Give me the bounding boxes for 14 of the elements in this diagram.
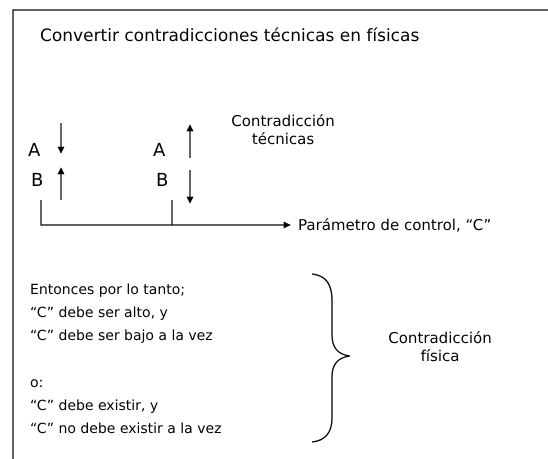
variable-label: A: [28, 140, 40, 162]
annotation-text: Contradicción técnicas: [230, 112, 336, 148]
diagram-title: Convertir contradicciones técnicas en físicas: [40, 26, 420, 46]
statement-text: “C” debe existir, y: [30, 398, 158, 415]
statement-text: Entonces por lo tanto;: [30, 282, 185, 299]
statement-text: “C” no debe existir a la vez: [30, 421, 222, 438]
annotation-text: Contradicción física: [387, 329, 493, 365]
variable-label: B: [156, 170, 168, 192]
statement-text: “C” debe ser bajo a la vez: [30, 328, 213, 345]
variable-label: A: [153, 140, 166, 162]
variable-label: B: [31, 170, 44, 192]
statement-text: o:: [30, 375, 44, 392]
statement-text: “C” debe ser alto, y: [30, 305, 168, 322]
axis-label: Parámetro de control, “C”: [298, 216, 492, 234]
